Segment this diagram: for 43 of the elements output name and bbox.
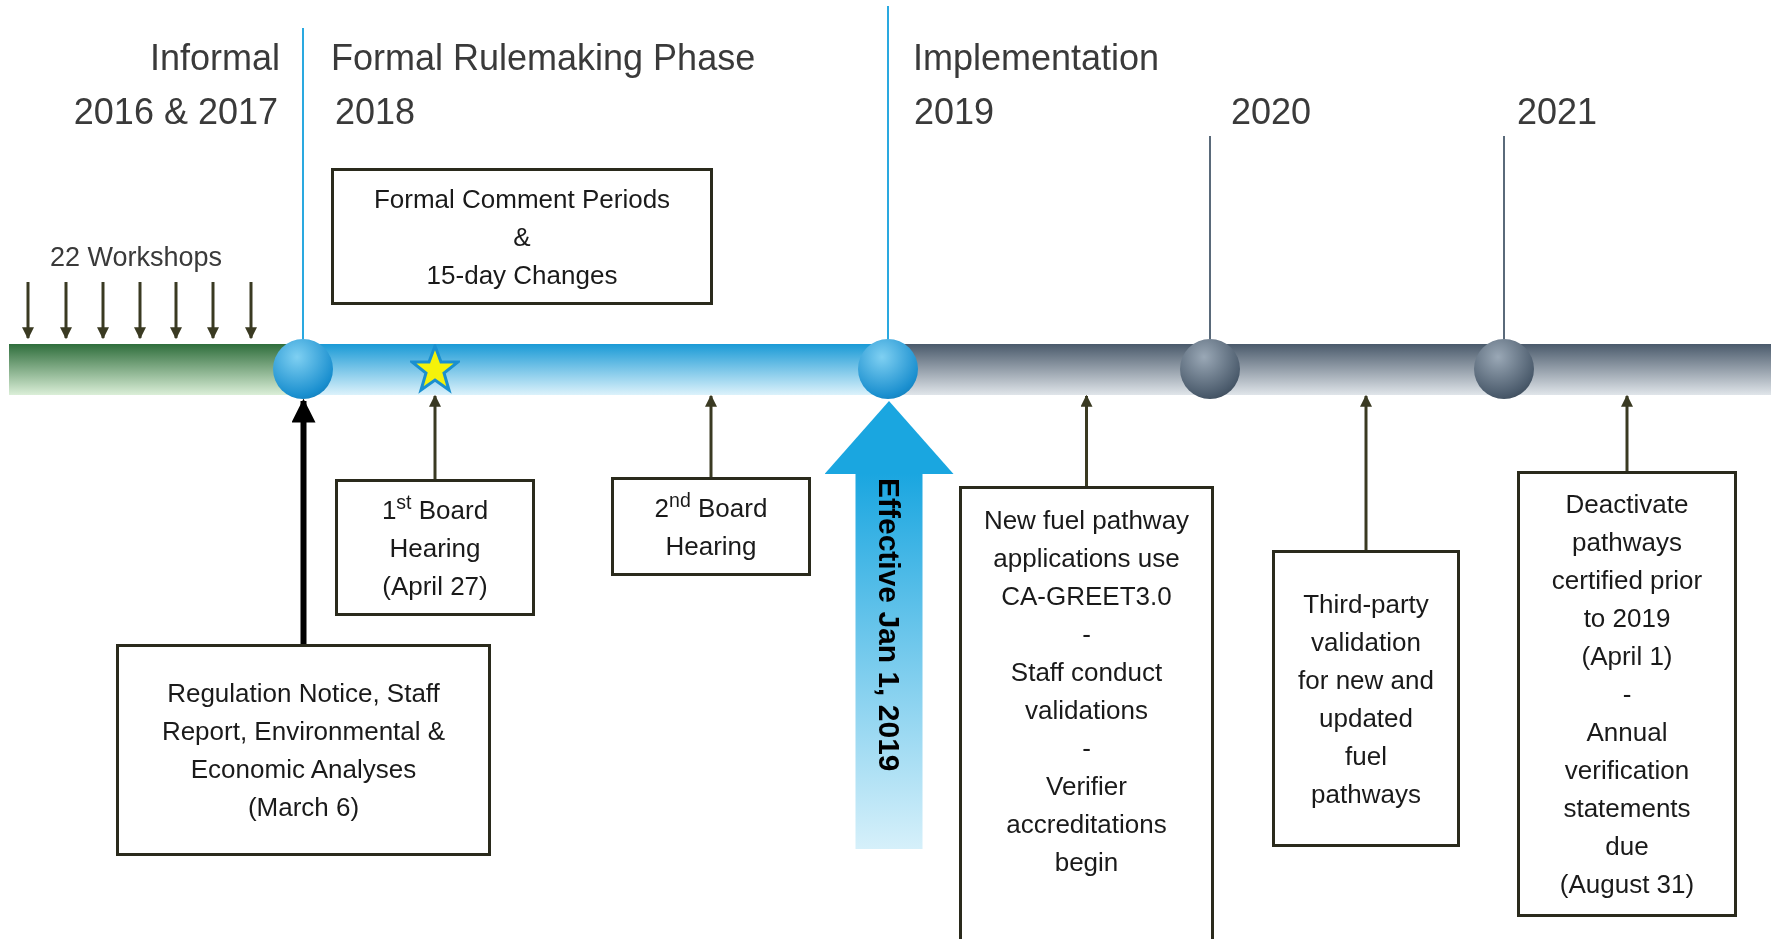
- box-text: Verifier accreditations begin: [1005, 770, 1168, 879]
- phase-heading: Formal Rulemaking Phase: [331, 40, 756, 76]
- box-text: 2$^{nd}$ Board Hearing: [653, 488, 769, 563]
- box-text: (April 27): [382, 569, 488, 603]
- box-text: (August 31): [1559, 868, 1695, 901]
- phase-heading: 2019: [914, 94, 995, 130]
- arrow: [291, 398, 316, 644]
- box-text: Regulation Notice, Staff Report, Environmental & Economic Analyses: [160, 677, 447, 786]
- box-text: Third-party validation for new and updated fuel pathways: [1297, 587, 1435, 811]
- phase-heading: 2021: [1517, 94, 1598, 130]
- arrow: [1360, 394, 1372, 550]
- milestone-box: [116, 644, 491, 856]
- box-text: -: [1082, 618, 1091, 651]
- box-text: New fuel pathway applications use CA-GREET3.0: [982, 504, 1191, 613]
- milestone-box: [331, 168, 713, 305]
- phase-heading: 2016 & 2017: [73, 94, 278, 130]
- box-text: Formal Comment Periods: [373, 182, 671, 216]
- phase-heading: Implementation: [913, 40, 1160, 76]
- box-text: &: [513, 220, 531, 254]
- box-text: Staff conduct validations: [1009, 656, 1164, 727]
- phase-heading: Informal: [149, 40, 280, 76]
- milestone-box: [611, 477, 811, 576]
- arrow: [1621, 394, 1633, 471]
- milestone-box: [959, 486, 1214, 939]
- milestone-box: [335, 479, 535, 616]
- workshops-label: 22 Workshops: [50, 244, 223, 271]
- milestone-box: [1272, 550, 1460, 847]
- box-text: -: [1622, 678, 1632, 711]
- box-text: (March 6): [247, 791, 360, 824]
- arrow: [1080, 394, 1093, 486]
- edge-label: Effective Jan 1, 2019: [874, 478, 904, 772]
- box-text: (April 1): [1581, 640, 1673, 673]
- arrow: [429, 394, 441, 479]
- box-text: 1$^{st}$ Board Hearing: [380, 490, 490, 565]
- phase-heading: 2018: [335, 94, 416, 130]
- box-text: Annual verification statements due: [1562, 716, 1692, 863]
- box-text: -: [1082, 732, 1091, 765]
- arrow: [705, 394, 717, 477]
- phase-heading: 2020: [1231, 94, 1312, 130]
- box-text: Deactivate pathways certified prior to 2019: [1550, 488, 1704, 635]
- block-arrow: [824, 401, 954, 849]
- box-text: 15-day Changes: [426, 258, 618, 292]
- milestone-box: [1517, 471, 1737, 917]
